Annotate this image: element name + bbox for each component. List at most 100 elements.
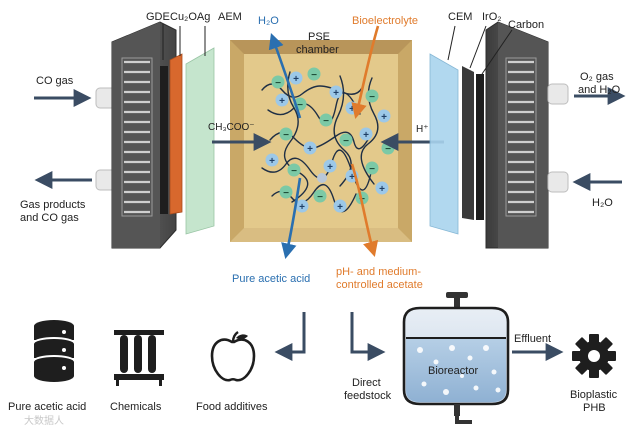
svg-text:−: − <box>323 116 329 127</box>
anion-green: − <box>279 127 293 141</box>
svg-text:−: − <box>283 130 289 141</box>
elbow-arrow-right <box>350 312 386 361</box>
pse-label-2: chamber <box>296 44 339 56</box>
watermark: 大数据人 <box>24 414 64 427</box>
svg-text:+: + <box>327 162 333 173</box>
gde-dark-strip <box>160 66 168 214</box>
svg-text:−: − <box>297 100 303 111</box>
bioelectrolyte-label: Bioelectrolyte <box>352 15 418 27</box>
effluent-label: Effluent <box>514 333 551 345</box>
right-water-inlet-tube <box>547 171 569 193</box>
cu2oag-label: Cu₂OAg <box>170 11 210 23</box>
anion-green: − <box>339 133 353 147</box>
proton-label: H⁺ <box>416 124 429 135</box>
right-gas-flow: O₂ gas and H₂O H₂O <box>572 71 626 209</box>
cation-blue: + <box>289 71 303 85</box>
cation-blue: + <box>275 93 289 107</box>
elbow-arrow-left <box>274 312 306 361</box>
cation-blue: + <box>359 127 373 141</box>
svg-text:−: − <box>291 166 297 177</box>
water-inflow-arrow <box>268 33 302 119</box>
svg-text:+: + <box>279 96 285 107</box>
pure-acetic-acid-outflow-arrow <box>281 177 302 260</box>
iro2-label: IrO₂ <box>482 11 502 23</box>
apple-icon <box>210 331 256 382</box>
acetate-outflow-arrow <box>350 163 379 258</box>
cation-blue: + <box>375 181 389 195</box>
food-additives-label: Food additives <box>196 401 268 413</box>
right-gas-outlet-tube <box>547 83 569 105</box>
svg-text:+: + <box>293 74 299 85</box>
svg-text:+: + <box>307 144 313 155</box>
o2-label-1: O₂ gas <box>580 71 614 83</box>
ph-controlled-label-2: controlled acetate <box>336 279 423 291</box>
gear-icon <box>572 334 616 378</box>
co-gas-label: CO gas <box>36 75 74 87</box>
cem-membrane <box>429 53 459 235</box>
svg-text:−: − <box>317 192 323 203</box>
svg-text:−: − <box>343 136 349 147</box>
chemicals-label: Chemicals <box>110 401 162 413</box>
svg-text:+: + <box>299 202 305 213</box>
svg-text:−: − <box>369 164 375 175</box>
svg-text:+: + <box>349 104 355 115</box>
direct-label-2: feedstock <box>344 390 392 402</box>
anion-green: − <box>279 185 293 199</box>
bioplastic-label-2: PHB <box>583 402 606 414</box>
cation-blue: + <box>377 109 391 123</box>
cation-blue: + <box>333 199 347 213</box>
cu2oag-layer <box>169 53 183 215</box>
cem-label: CEM <box>448 11 472 23</box>
cation-blue: + <box>303 141 317 155</box>
carbon-flow-channel <box>508 60 534 214</box>
cation-blue: + <box>329 85 343 99</box>
aem-label: AEM <box>218 11 242 23</box>
svg-text:+: + <box>337 202 343 213</box>
svg-text:+: + <box>333 88 339 99</box>
bioreactor-bubbles <box>417 345 501 395</box>
carbon-strip <box>476 74 484 220</box>
anion-green: − <box>307 67 321 81</box>
iro2-layer <box>462 66 474 220</box>
chamber-flows: H₂O Bioelectrolyte CH₃COO⁻ H⁺ PSE chambe… <box>208 15 444 260</box>
pure-acetic-acid-label: Pure acetic acid <box>232 273 310 285</box>
cation-blue: + <box>265 153 279 167</box>
gde-flow-channel <box>124 60 150 214</box>
svg-text:−: − <box>283 188 289 199</box>
right-stack-labels: CEM IrO₂ Carbon <box>447 11 544 75</box>
carbon-label: Carbon <box>508 19 544 31</box>
left-stack-labels: GDE Cu₂OAg AEM <box>146 11 242 60</box>
right-electrode-stack <box>429 21 569 249</box>
ph-controlled-label-1: pH- and medium- <box>336 266 421 278</box>
pse-label-1: PSE <box>308 31 330 43</box>
bioreactor-vessel <box>402 292 510 424</box>
h2o-right-label: H₂O <box>592 197 613 209</box>
acetate-label: CH₃COO⁻ <box>208 122 255 133</box>
svg-text:+: + <box>379 184 385 195</box>
svg-text:+: + <box>269 156 275 167</box>
svg-text:+: + <box>363 130 369 141</box>
anion-green: − <box>319 113 333 127</box>
direct-label-1: Direct <box>352 377 381 389</box>
gde-label: GDE <box>146 11 170 23</box>
anion-green: − <box>287 163 301 177</box>
left-electrode-stack <box>95 21 215 249</box>
gas-products-label-1: Gas products <box>20 199 86 211</box>
anion-green: − <box>313 189 327 203</box>
bioreactor-label: Bioreactor <box>428 365 478 377</box>
bioplastic-label-1: Bioplastic <box>570 389 618 401</box>
anion-green: − <box>365 161 379 175</box>
database-icon <box>34 320 74 382</box>
left-gas-flow: CO gas Gas products and CO gas <box>20 75 92 224</box>
bottom-pure-acetic-acid-label: Pure acetic acid <box>8 401 86 413</box>
gas-products-label-2: and CO gas <box>20 212 79 224</box>
cation-blue: + <box>323 159 337 173</box>
svg-text:−: − <box>369 92 375 103</box>
cation-blue: + <box>295 199 309 213</box>
anion-green: − <box>365 89 379 103</box>
svg-text:−: − <box>311 70 317 81</box>
svg-text:−: − <box>275 78 281 89</box>
test-tubes-icon <box>114 330 164 386</box>
h2o-top-label: H₂O <box>258 15 279 27</box>
